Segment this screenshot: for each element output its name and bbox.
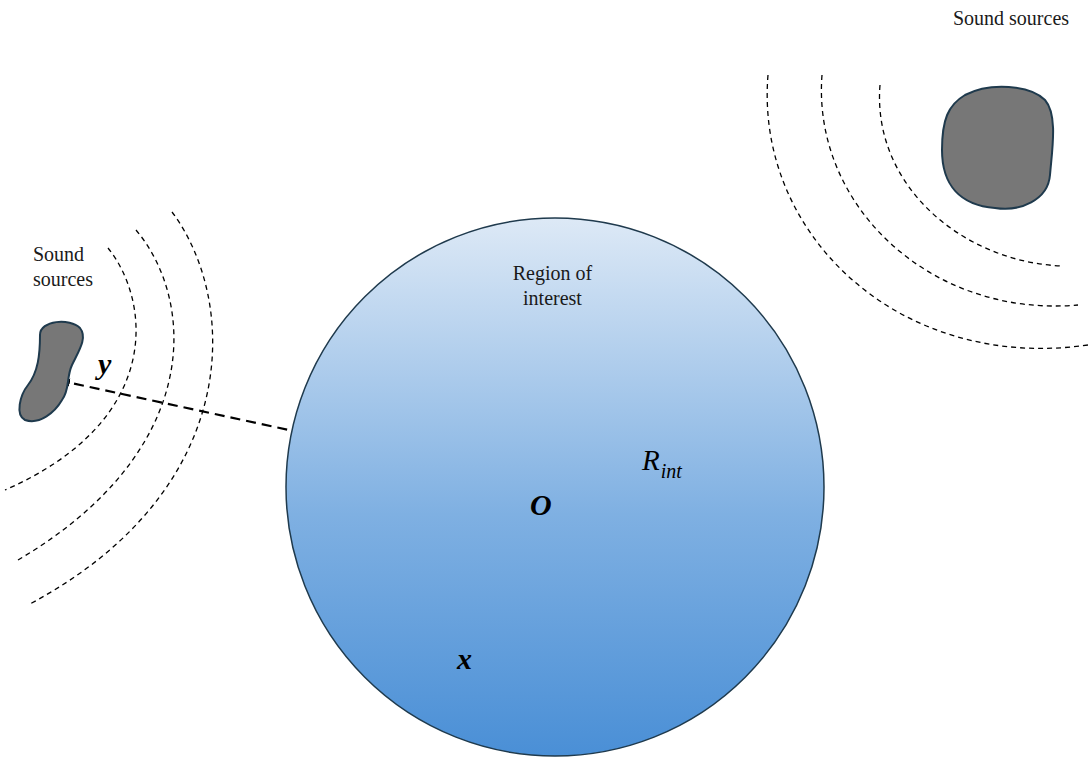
radius-label: R xyxy=(642,446,660,475)
node-label: Sound sources xyxy=(950,6,1072,31)
radius-line xyxy=(556,488,822,489)
position-vector-y xyxy=(62,381,553,487)
node-label: Region of interest xyxy=(500,261,605,311)
sound-source: Sound sources xyxy=(938,2,1073,214)
sound-source-shape xyxy=(15,238,125,433)
sound-source: Sound sources xyxy=(15,238,125,433)
position-vector-x xyxy=(460,487,553,640)
origin-label: O xyxy=(530,490,552,520)
region-circle: Region of interest xyxy=(285,217,825,757)
sound-source-shape xyxy=(938,2,1073,214)
vector-label: y xyxy=(98,349,111,379)
node-label: Sound sources xyxy=(33,242,123,292)
vector-label: x xyxy=(457,644,472,674)
radius-subscript: int xyxy=(661,461,682,481)
